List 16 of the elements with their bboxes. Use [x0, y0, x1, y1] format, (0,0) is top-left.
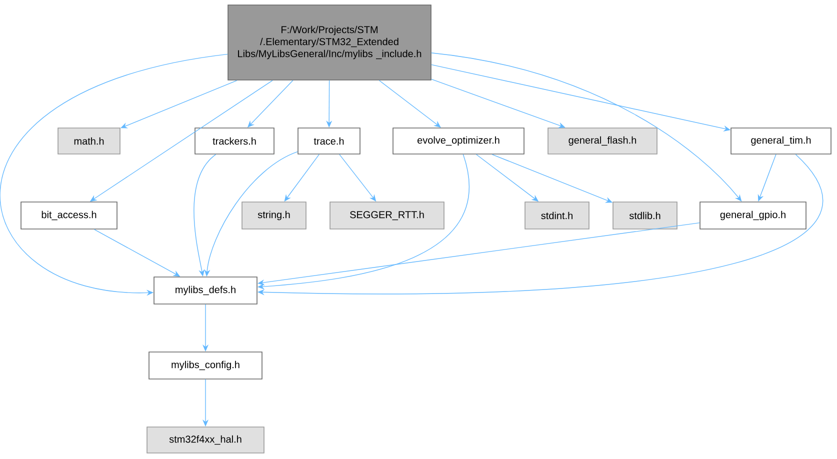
header-box: SEGGER_RTT.h	[330, 202, 444, 230]
file-box: trackers.h	[194, 128, 274, 154]
header-box: stm32f4xx_hal.h	[146, 426, 264, 454]
header-box: string.h	[242, 202, 306, 230]
file-box: F:/Work/Projects/STM /.Elementary/STM32_Extended Libs/MyLibsGeneral/Inc/mylibs _include.h	[228, 4, 432, 80]
header-box: stdlib.h	[612, 202, 678, 230]
file-box: mylibs_config.h	[148, 352, 262, 380]
file-box: general_gpio.h	[700, 202, 806, 230]
file-box: bit_access.h	[20, 202, 118, 230]
file-box: general_tim.h	[730, 128, 832, 154]
file-box: evolve_optimizer.h	[392, 128, 524, 154]
header-box: math.h	[58, 128, 120, 154]
header-box: stdint.h	[524, 202, 590, 230]
file-box: trace.h	[298, 128, 360, 154]
header-box: general_flash.h	[548, 128, 658, 154]
file-box: mylibs_defs.h	[154, 276, 258, 304]
